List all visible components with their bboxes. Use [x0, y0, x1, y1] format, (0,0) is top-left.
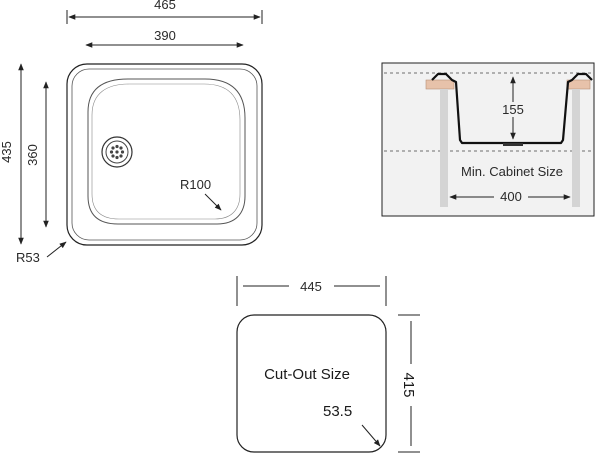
bowl-width-label: 390	[154, 28, 176, 43]
overall-depth-label: 435	[0, 141, 14, 163]
bowl-corner-radius-leader	[204, 193, 222, 211]
sink-drain-outlet	[503, 143, 523, 146]
sink-bowl-inner-outline	[91, 83, 241, 220]
cabinet-size-label: Min. Cabinet Size	[461, 164, 563, 179]
bowl-corner-radius-label: R100	[180, 177, 211, 192]
sink-rim-inner-edge	[71, 68, 258, 241]
outer-corner-radius-label: R53	[16, 250, 40, 265]
cutout-depth-label: 415	[400, 372, 417, 397]
section-depth-label-bg	[498, 102, 528, 117]
cabinet-width-label-bg	[494, 188, 528, 204]
countertop-left	[425, 79, 455, 90]
sink-bowl-outline	[87, 78, 246, 225]
cabinet-wall-right	[572, 89, 580, 207]
sink-top-view: 465 390 435 360 R100	[0, 0, 263, 265]
cutout-width-label: 445	[300, 279, 322, 294]
overall-width-label: 465	[154, 0, 176, 12]
section-depth-label: 155	[502, 102, 524, 117]
sink-outer-rim	[66, 63, 263, 246]
cabinet-width-label: 400	[500, 189, 522, 204]
cutout-view: 445 415 Cut-Out Size 53.5	[236, 276, 420, 453]
drain-icon	[101, 136, 133, 168]
cutout-title: Cut-Out Size	[264, 366, 350, 383]
cutout-corner-radius-label: 53.5	[323, 403, 352, 420]
outer-corner-radius-leader	[46, 241, 67, 258]
section-panel	[381, 62, 595, 217]
bowl-depth-label: 360	[25, 144, 40, 166]
sink-section-view: 155 Min. Cabinet Size 400	[381, 62, 595, 217]
cutout-outline	[236, 314, 387, 453]
cabinet-wall-left	[440, 89, 448, 207]
cutout-corner-radius-leader	[361, 424, 381, 447]
